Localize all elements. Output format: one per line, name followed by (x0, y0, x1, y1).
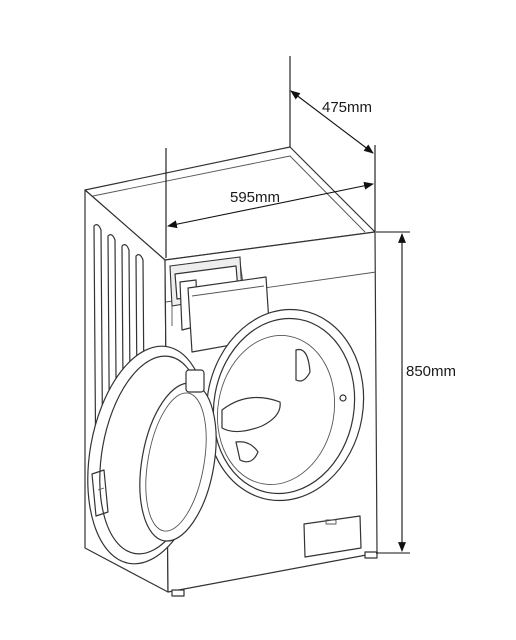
width-arrow (167, 181, 374, 229)
door-hinge (185, 369, 205, 393)
door-handle (91, 469, 109, 517)
drum-baffle (221, 396, 281, 433)
open-door (87, 345, 217, 565)
height-label: 850mm (406, 363, 456, 380)
depth-label: 475mm (322, 99, 372, 116)
drum-lifter (295, 348, 311, 382)
filter-cover (303, 515, 362, 558)
width-label: 595mm (230, 189, 280, 206)
door-opening (205, 308, 365, 502)
dimension-lines (165, 56, 410, 554)
depth-arrow (290, 90, 374, 154)
machine-feet (171, 551, 378, 597)
